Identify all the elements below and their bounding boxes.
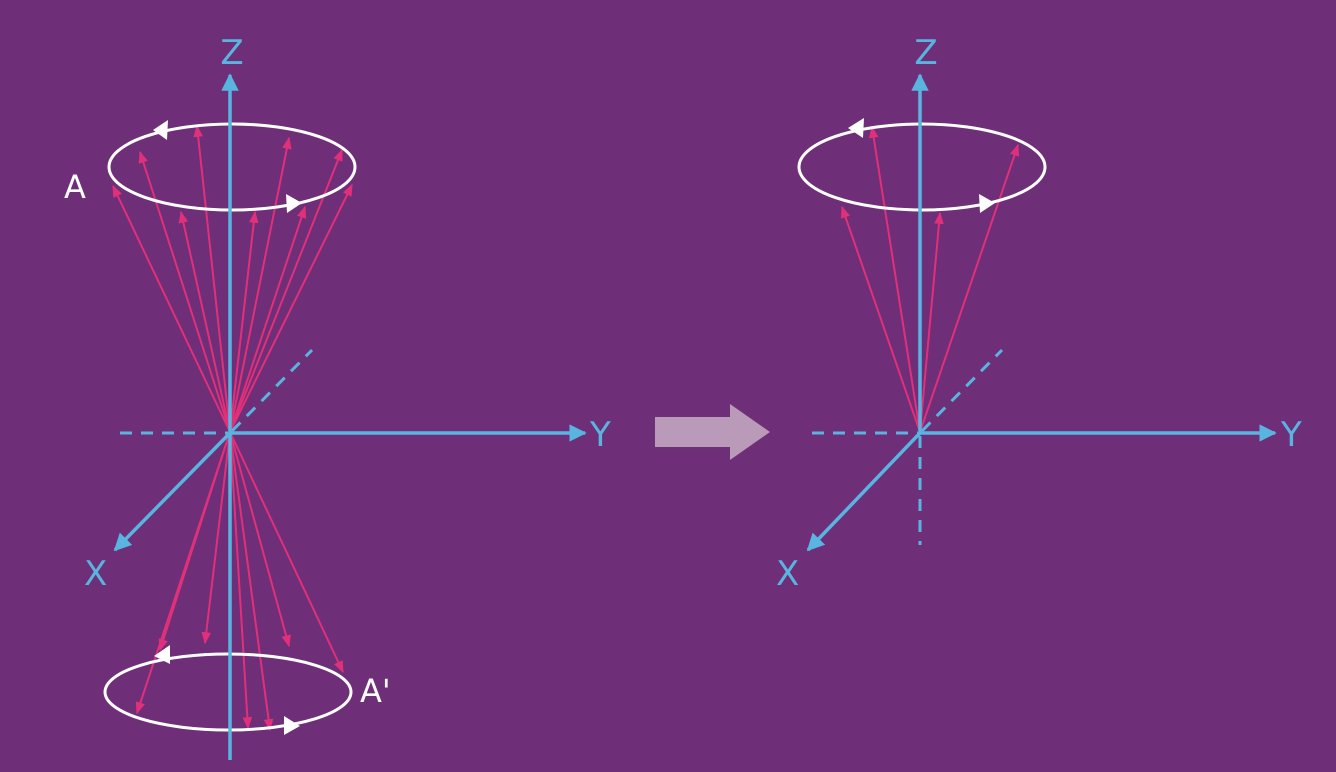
left-spin-vectors	[112, 124, 353, 732]
spin-vector	[229, 431, 291, 648]
right-spin-vectors	[841, 125, 1020, 433]
upper-orbit-ellipse	[797, 122, 1047, 212]
y-axis-label: Y	[1280, 415, 1302, 455]
spin-vector	[919, 211, 944, 433]
x-axis-label: X	[84, 554, 107, 594]
right-arrow-icon	[655, 404, 770, 460]
spin-vector	[229, 205, 307, 433]
lower-cone-label: A'	[360, 672, 391, 710]
spin-vector	[919, 143, 1020, 433]
spin-vector	[229, 210, 259, 433]
upper-orbit-direction-arrow	[979, 194, 995, 213]
lower-orbit-direction-arrow	[154, 645, 170, 664]
x-axis-negative-dashed	[920, 348, 1004, 433]
z-axis-label: Z	[220, 33, 243, 73]
spin-vector	[193, 124, 231, 433]
x-axis	[113, 431, 232, 552]
upper-orbit-direction-arrow	[848, 118, 864, 138]
right-panel: Z Y X	[776, 33, 1302, 594]
upper-orbit-direction-arrow	[153, 120, 168, 140]
spin-vector	[868, 125, 921, 433]
z-axis-label: Z	[914, 33, 937, 73]
x-axis	[806, 431, 922, 552]
spin-vector	[229, 136, 292, 433]
upper-orbit-ellipse	[107, 122, 357, 212]
lower-orbit-ellipse	[103, 652, 353, 732]
lower-orbit-direction-arrow	[284, 716, 300, 735]
left-panel: Z Y X A A'	[64, 33, 611, 760]
spin-vector	[229, 431, 274, 732]
upper-cone-label: A	[64, 168, 86, 206]
spin-vector	[112, 184, 231, 433]
spin-vector	[841, 205, 921, 433]
spin-vector	[229, 431, 253, 730]
spin-vector	[178, 210, 231, 433]
x-axis-negative-dashed	[230, 348, 314, 433]
upper-orbit-direction-arrow	[286, 194, 302, 213]
spin-vector	[229, 431, 344, 674]
x-axis-label: X	[776, 554, 799, 594]
y-axis-label: Y	[589, 415, 611, 455]
spin-vector	[201, 431, 231, 645]
spin-vector	[158, 431, 231, 652]
spin-vector	[229, 183, 353, 433]
spin-vector	[138, 150, 231, 433]
